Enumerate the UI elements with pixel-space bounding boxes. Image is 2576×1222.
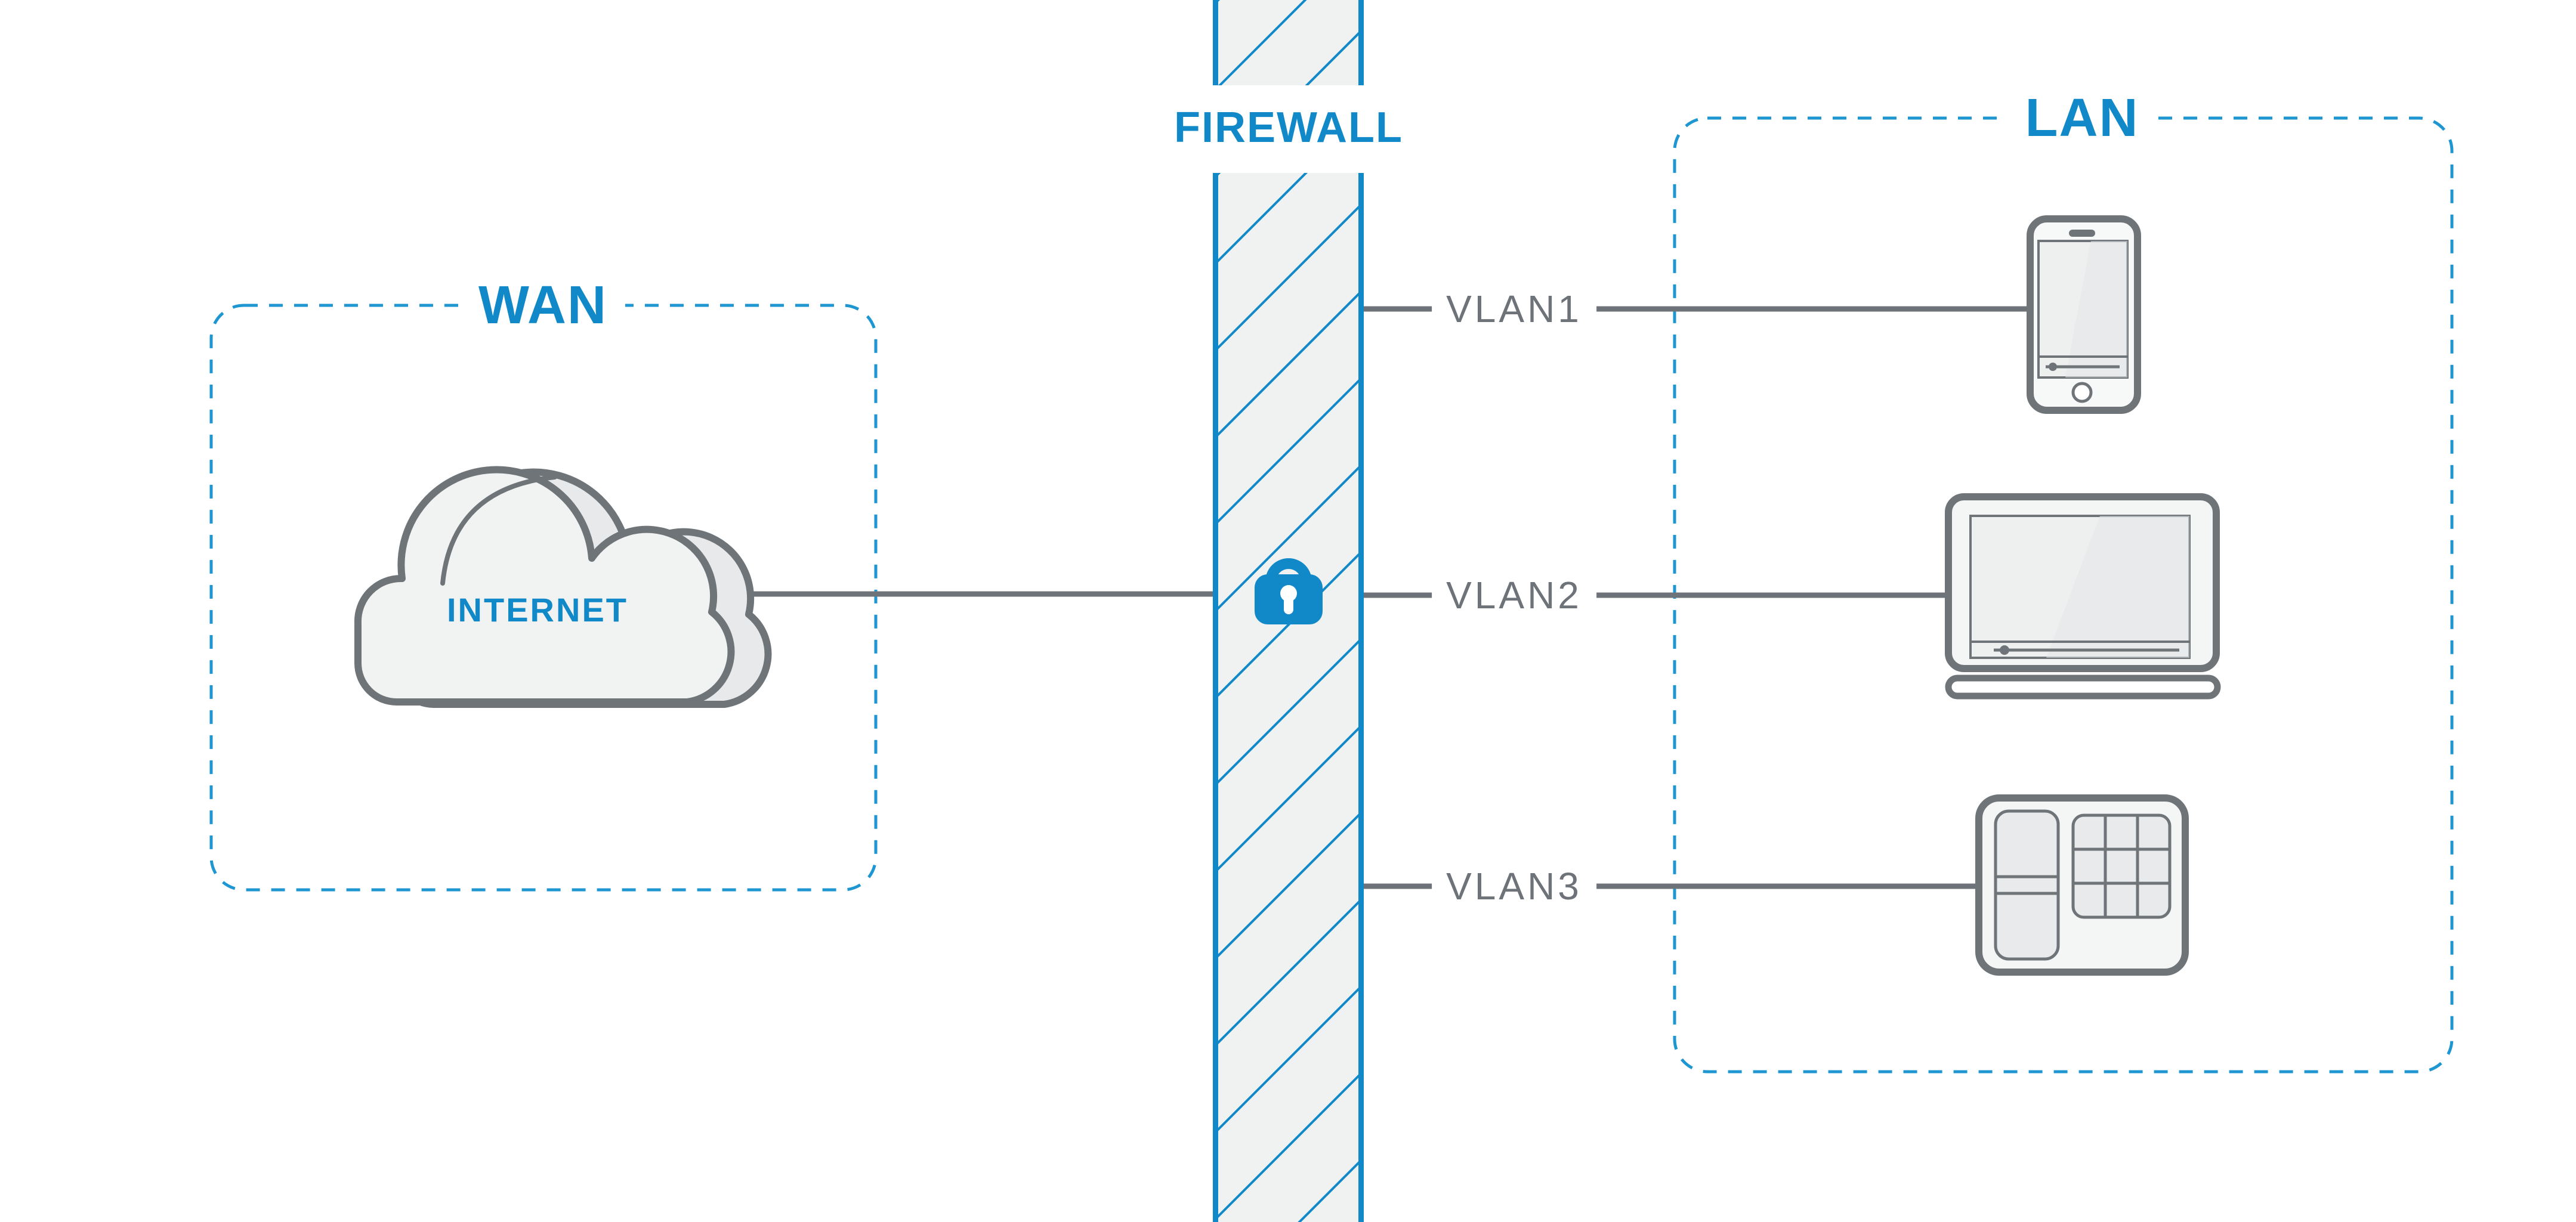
lan-zone-label: LAN	[2007, 85, 2157, 151]
laptop-icon	[1945, 493, 2221, 700]
smartphone-icon	[2027, 215, 2141, 414]
lock-icon	[1255, 558, 1323, 624]
cloud-body	[354, 466, 735, 706]
vlan2-label: VLAN2	[1432, 571, 1596, 619]
vlan1-label: VLAN1	[1432, 285, 1596, 333]
wan-zone-label: WAN	[461, 273, 625, 338]
wan-zone-border	[209, 304, 878, 892]
firewall-label: FIREWALL	[1174, 104, 1403, 151]
firewall-bar	[1213, 0, 1364, 1222]
smartphone-home-button	[2071, 382, 2093, 403]
vlan3-label: VLAN3	[1432, 862, 1596, 910]
internet-label: INTERNET	[447, 591, 628, 629]
firewall-bar-top-segment	[1213, 0, 1364, 85]
keypad-rocker	[1994, 809, 2060, 961]
laptop-base	[1945, 675, 2221, 700]
cloud-highlight-arc	[440, 475, 557, 586]
firewall-bar-main-segment	[1213, 173, 1364, 1222]
keypad-grid	[2071, 813, 2172, 919]
cloud-icon	[354, 466, 772, 708]
smartphone-speaker	[2069, 230, 2095, 237]
keypad-icon	[1975, 794, 2189, 976]
